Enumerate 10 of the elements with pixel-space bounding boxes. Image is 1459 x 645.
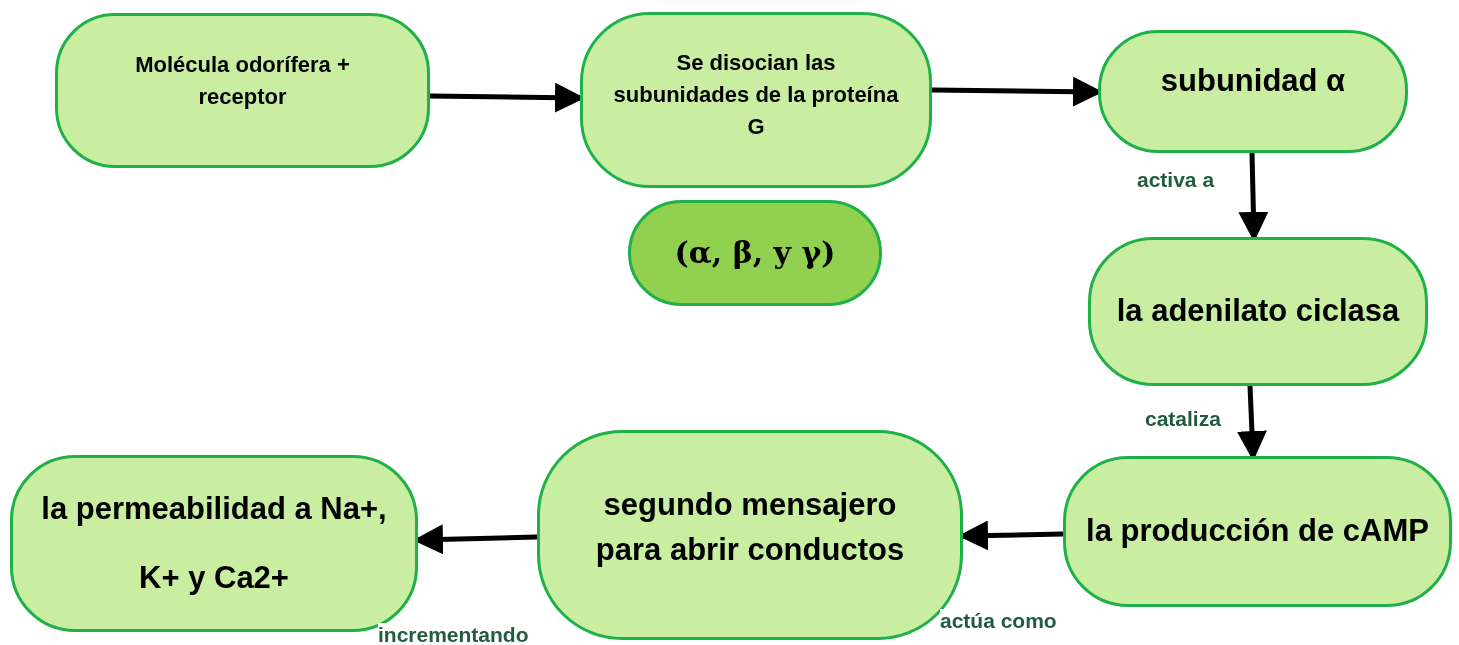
node-text: segundo mensajero para abrir conductos (594, 485, 906, 569)
node-text: la producción de cAMP (1086, 512, 1429, 551)
node-text: subunidad α (1160, 62, 1346, 101)
node-text: (α, β, y γ) (674, 234, 836, 273)
node-text: Molécula odorífera + receptor (134, 50, 351, 111)
node-text: la permeabilidad a Na+, K+ y Ca2+ (40, 490, 388, 597)
edge-label: incrementando (378, 623, 529, 645)
process-box (55, 13, 430, 168)
node-text: la adenilato ciclasa (1116, 292, 1400, 331)
node-text: Se disocian las subunidades de la proteína G (613, 49, 899, 141)
